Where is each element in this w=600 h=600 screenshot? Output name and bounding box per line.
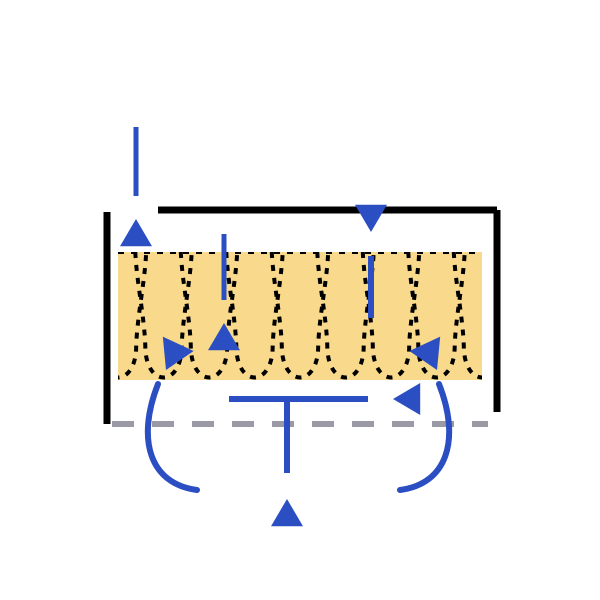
pattern-loop bbox=[178, 252, 240, 380]
pattern-loop bbox=[269, 252, 331, 380]
incoming-top-arrow-head bbox=[120, 219, 152, 247]
left-curved-arrow-head bbox=[162, 336, 194, 370]
bracket-frame bbox=[103, 206, 501, 424]
pattern-loop bbox=[133, 252, 194, 380]
teardrop-loop-pattern bbox=[118, 252, 482, 380]
outgoing-bottom-arrow-head bbox=[271, 499, 303, 527]
patterned-layer bbox=[118, 252, 482, 380]
pattern-loop bbox=[360, 252, 422, 380]
pattern-loop bbox=[406, 252, 467, 380]
left-curved-arrow-shaft bbox=[144, 381, 200, 493]
inner-up-arrow-head bbox=[355, 204, 387, 232]
pattern-loop bbox=[224, 252, 285, 380]
pattern-loop bbox=[315, 252, 376, 380]
right-curved-arrow-head bbox=[409, 336, 441, 370]
inner-down-arrow-head bbox=[208, 323, 240, 351]
flow-arrows bbox=[120, 127, 453, 527]
horizontal-right-arrow-head bbox=[393, 383, 421, 415]
right-curved-arrow-shaft bbox=[397, 381, 453, 493]
